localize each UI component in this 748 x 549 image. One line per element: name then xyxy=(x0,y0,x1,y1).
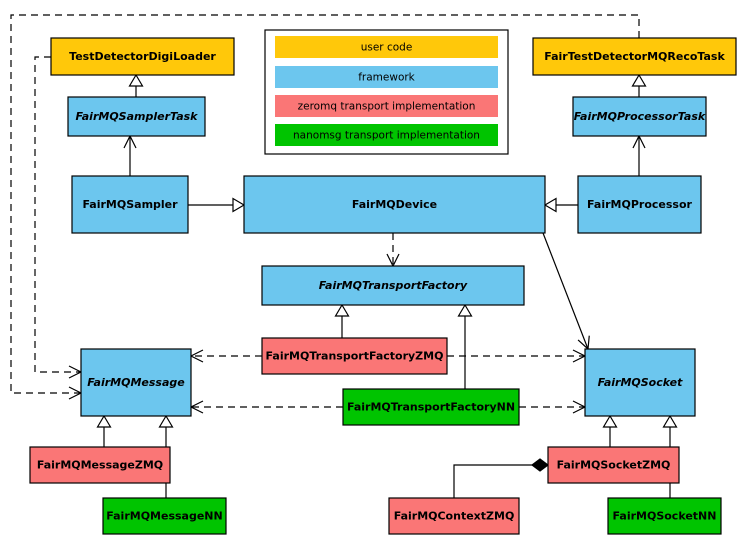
class-node[interactable]: FairTestDetectorMQRecoTask xyxy=(532,37,737,76)
edge-generalization xyxy=(543,197,578,213)
arrowhead-hollow-triangle xyxy=(334,303,350,317)
class-node-box[interactable] xyxy=(342,388,520,426)
class-node[interactable]: FairMQMessage xyxy=(80,348,192,417)
edge-generalization xyxy=(96,414,112,447)
class-node[interactable]: FairMQSamplerTask xyxy=(67,96,206,137)
edge-generalization xyxy=(631,73,647,97)
class-node[interactable]: FairMQProcessorTask xyxy=(572,96,707,137)
edge-generalization xyxy=(457,303,473,389)
class-node[interactable]: FairMQTransportFactoryNN xyxy=(342,388,520,426)
legend-swatch xyxy=(275,36,498,58)
edge-dependency xyxy=(386,233,400,268)
class-node[interactable]: FairMQContextZMQ xyxy=(388,497,520,535)
legend-swatch xyxy=(275,95,498,117)
legend-entry: nanomsg transport implementation xyxy=(275,124,498,146)
class-node-box[interactable] xyxy=(607,497,722,535)
class-node[interactable]: FairMQSocketNN xyxy=(607,497,722,535)
class-node[interactable]: FairMQSocketZMQ xyxy=(547,446,680,484)
arrowhead-hollow-triangle xyxy=(128,73,144,87)
class-node-box[interactable] xyxy=(532,37,737,76)
edge-generalization xyxy=(334,303,350,338)
class-node-box[interactable] xyxy=(29,446,171,484)
legend-swatch xyxy=(275,66,498,88)
class-node[interactable]: FairMQMessageZMQ xyxy=(29,446,171,484)
class-node-box[interactable] xyxy=(577,175,702,234)
class-node-box[interactable] xyxy=(80,348,192,417)
edge-dependency xyxy=(189,400,343,414)
class-node[interactable]: TestDetectorDigiLoader xyxy=(50,37,235,76)
class-node-box[interactable] xyxy=(572,96,707,137)
arrowhead-hollow-triangle xyxy=(96,414,112,428)
edge-generalization xyxy=(602,414,618,447)
class-node-box[interactable] xyxy=(50,37,235,76)
legend-layer: user code framework zeromq transport imple… xyxy=(264,29,509,155)
class-node[interactable]: FairMQProcessor xyxy=(577,175,702,234)
edge-generalization xyxy=(188,197,246,213)
arrowhead-hollow-triangle xyxy=(232,197,246,213)
legend-entry: framework xyxy=(275,66,498,88)
class-node-box[interactable] xyxy=(388,497,520,535)
class-node[interactable]: FairMQSocket xyxy=(584,348,696,417)
arrowhead-hollow-triangle xyxy=(457,303,473,317)
class-node-box[interactable] xyxy=(243,175,546,234)
arrowhead-hollow-triangle xyxy=(662,414,678,428)
class-node[interactable]: FairMQTransportFactory xyxy=(261,265,525,306)
legend-entry: user code xyxy=(275,36,498,58)
edge-dependency xyxy=(189,349,262,363)
class-node-box[interactable] xyxy=(102,497,227,535)
arrowhead-hollow-triangle xyxy=(631,73,647,87)
edge-generalization xyxy=(632,134,646,176)
class-node[interactable]: FairMQSampler xyxy=(71,175,189,234)
edge-dependency xyxy=(519,400,587,414)
node-layer: TestDetectorDigiLoaderFairMQSamplerTaskF… xyxy=(29,37,737,535)
edge-composition xyxy=(453,458,549,498)
class-node[interactable]: FairMQDevice xyxy=(243,175,546,234)
edge-generalization xyxy=(128,73,144,97)
class-node-box[interactable] xyxy=(67,96,206,137)
edge-association xyxy=(542,232,590,351)
class-node-box[interactable] xyxy=(71,175,189,234)
class-node[interactable]: FairMQMessageNN xyxy=(102,497,227,535)
arrowhead-hollow-triangle xyxy=(158,414,174,428)
class-node-box[interactable] xyxy=(261,337,448,375)
edge-generalization xyxy=(123,134,137,176)
class-node-box[interactable] xyxy=(547,446,680,484)
arrowhead-filled-diamond xyxy=(531,458,549,472)
legend-entry: zeromq transport implementation xyxy=(275,95,498,117)
class-node-box[interactable] xyxy=(584,348,696,417)
class-node[interactable]: FairMQTransportFactoryZMQ xyxy=(261,337,448,375)
class-node-box[interactable] xyxy=(261,265,525,306)
edge-dependency xyxy=(447,349,587,363)
arrowhead-hollow-triangle xyxy=(602,414,618,428)
arrowhead-hollow-triangle xyxy=(543,197,557,213)
legend-swatch xyxy=(275,124,498,146)
